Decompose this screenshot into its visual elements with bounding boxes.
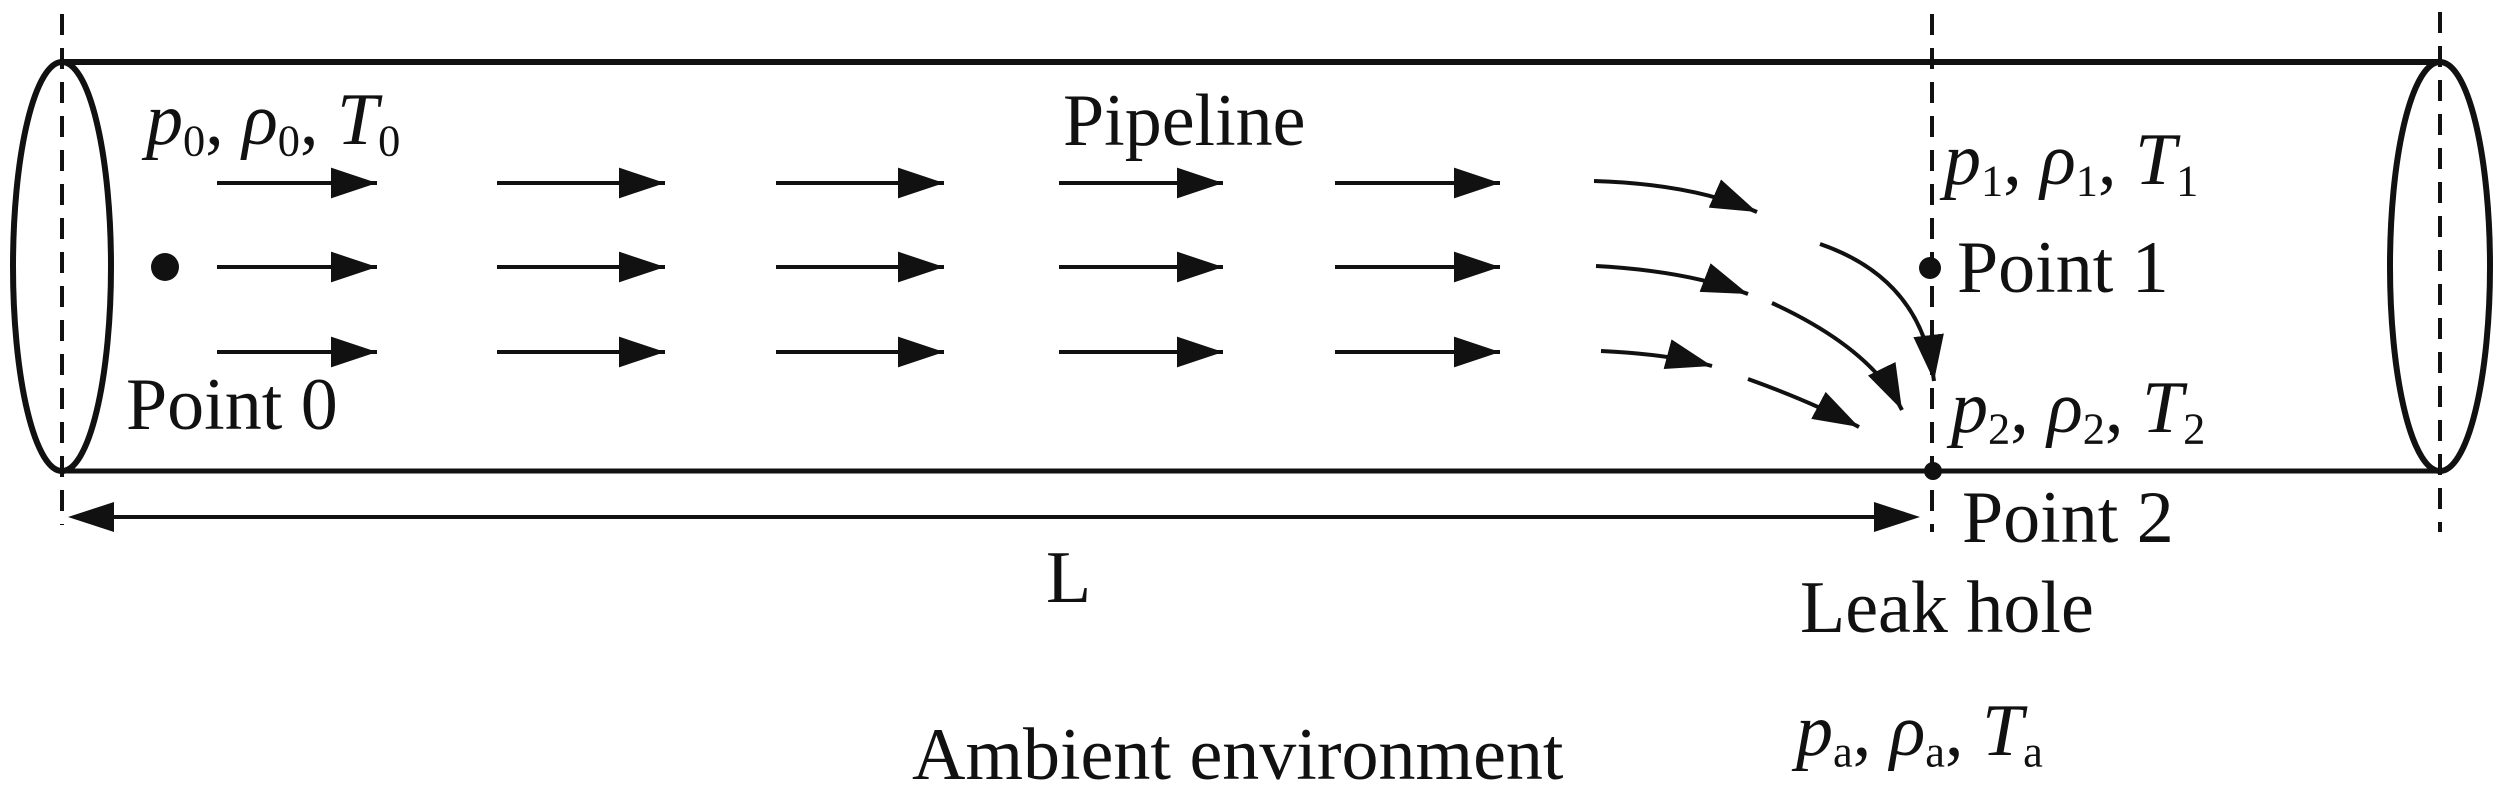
converging-leak-arrow <box>1771 301 1904 411</box>
point2-state-label: p2, ρ2, T2 <box>1951 371 2205 451</box>
T-symbol: T <box>2134 119 2177 201</box>
rho-symbol: ρ <box>2040 119 2076 201</box>
converging-leak-arrow <box>1819 242 1944 382</box>
subscript: 2 <box>2183 403 2206 454</box>
separator: , <box>205 79 243 161</box>
separator: , <box>1852 690 1890 772</box>
rho-symbol: ρ <box>1889 690 1926 772</box>
subscript: 1 <box>2176 155 2199 206</box>
subscript: 2 <box>1988 403 2011 454</box>
subscript: a <box>1925 726 1945 777</box>
point0-dot <box>151 253 179 281</box>
T-symbol: T <box>2141 367 2184 449</box>
point1-label: Point 1 <box>1957 227 2169 309</box>
pipe-length-label: L <box>1046 537 1092 619</box>
pipe-right-end-cap <box>2387 59 2493 474</box>
subscript: 0 <box>277 115 300 166</box>
flow-arrows <box>217 167 1500 368</box>
subscript: 0 <box>378 115 401 166</box>
rho-symbol: ρ <box>242 79 278 161</box>
separator: , <box>2097 119 2135 201</box>
p-symbol: p <box>1944 119 1981 201</box>
rho-symbol: ρ <box>2047 367 2083 449</box>
inlet-state-label: p0, ρ0, T0 <box>146 83 400 163</box>
point2-label: Point 2 <box>1962 477 2174 559</box>
separator: , <box>2003 119 2041 201</box>
leak-flow-arrows <box>1593 179 1944 429</box>
p-symbol: p <box>1796 690 1833 772</box>
separator: , <box>2010 367 2048 449</box>
separator: , <box>299 79 337 161</box>
dimension-arrowhead-right <box>1874 502 1920 532</box>
subscript: 0 <box>183 115 206 166</box>
subscript: 2 <box>2082 403 2105 454</box>
point1-dot <box>1919 257 1941 279</box>
curved-flow-arrow <box>1595 263 1749 296</box>
ambient-environment-label: Ambient environment <box>912 714 1564 796</box>
leak-hole-label: Leak hole <box>1800 567 2094 649</box>
point1-state-label: p1, ρ1, T1 <box>1944 123 2198 203</box>
separator: , <box>2104 367 2142 449</box>
T-symbol: T <box>1981 690 2024 772</box>
separator: , <box>1944 690 1982 772</box>
subscript: a <box>2023 726 2043 777</box>
subscript: a <box>1833 726 1853 777</box>
pipe-outline <box>10 59 2493 474</box>
p-symbol: p <box>146 79 183 161</box>
curved-flow-arrow <box>1593 179 1758 214</box>
pipeline-label: Pipeline <box>1063 80 1306 162</box>
leak-hole-dot <box>1924 462 1942 480</box>
T-symbol: T <box>336 79 379 161</box>
converging-leak-arrow <box>1747 377 1860 429</box>
subscript: 1 <box>1981 155 2004 206</box>
subscript: 1 <box>2075 155 2098 206</box>
p-symbol: p <box>1951 367 1988 449</box>
pipe-left-end-cap <box>10 59 114 474</box>
dimension-arrowhead-left <box>68 502 114 532</box>
ambient-state-label: pa, ρa, Ta <box>1796 694 2043 774</box>
length-dimension-arrow <box>68 502 1920 532</box>
curved-flow-arrow <box>1600 339 1713 369</box>
reference-points <box>151 253 1942 480</box>
point0-label: Point 0 <box>126 364 338 446</box>
